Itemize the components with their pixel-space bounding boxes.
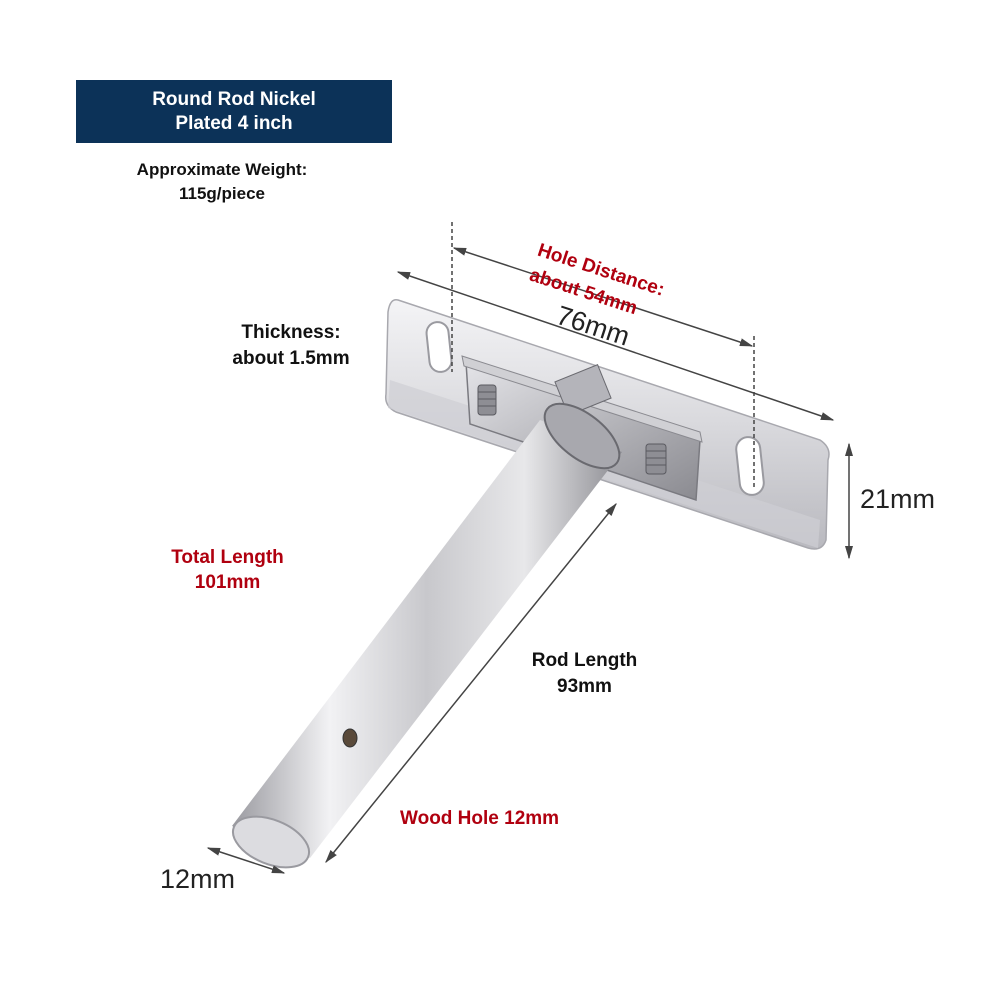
rod-length-label: Rod Length (531, 650, 638, 671)
dimension-lines (206, 222, 854, 874)
plate-height-dimension: 21mm (860, 484, 936, 514)
thickness-label: Thickness: (241, 322, 341, 343)
thickness-value: about 1.5mm (232, 348, 350, 369)
title-line-1: Round Rod Nickel (152, 88, 316, 110)
rod-length-annotation: Rod Length 93mm (512, 648, 657, 700)
left-mounting-hole (425, 321, 453, 373)
total-length-annotation: Total Length 101mm (150, 545, 305, 595)
wood-hole-annotation: Wood Hole 12mm (400, 808, 560, 829)
title-line-2: Plated 4 inch (175, 112, 293, 134)
weight-value: 115g/piece (178, 184, 265, 203)
rod-length-value: 93mm (557, 676, 612, 697)
weight-label: Approximate Weight: (136, 160, 308, 179)
total-length-value: 101mm (194, 572, 261, 593)
right-mounting-hole (735, 436, 765, 496)
pin-hole (342, 728, 358, 748)
round-rod (232, 402, 622, 869)
rod-diameter-dimension: 12mm (160, 864, 236, 894)
screw-icon (477, 384, 497, 416)
total-length-label: Total Length (171, 547, 284, 568)
weight-label-block: Approximate Weight: 115g/piece (112, 158, 332, 206)
product-title-banner: Round Rod Nickel Plated 4 inch (76, 80, 392, 143)
thickness-annotation: Thickness: about 1.5mm (212, 320, 370, 372)
screw-icon (645, 443, 667, 475)
